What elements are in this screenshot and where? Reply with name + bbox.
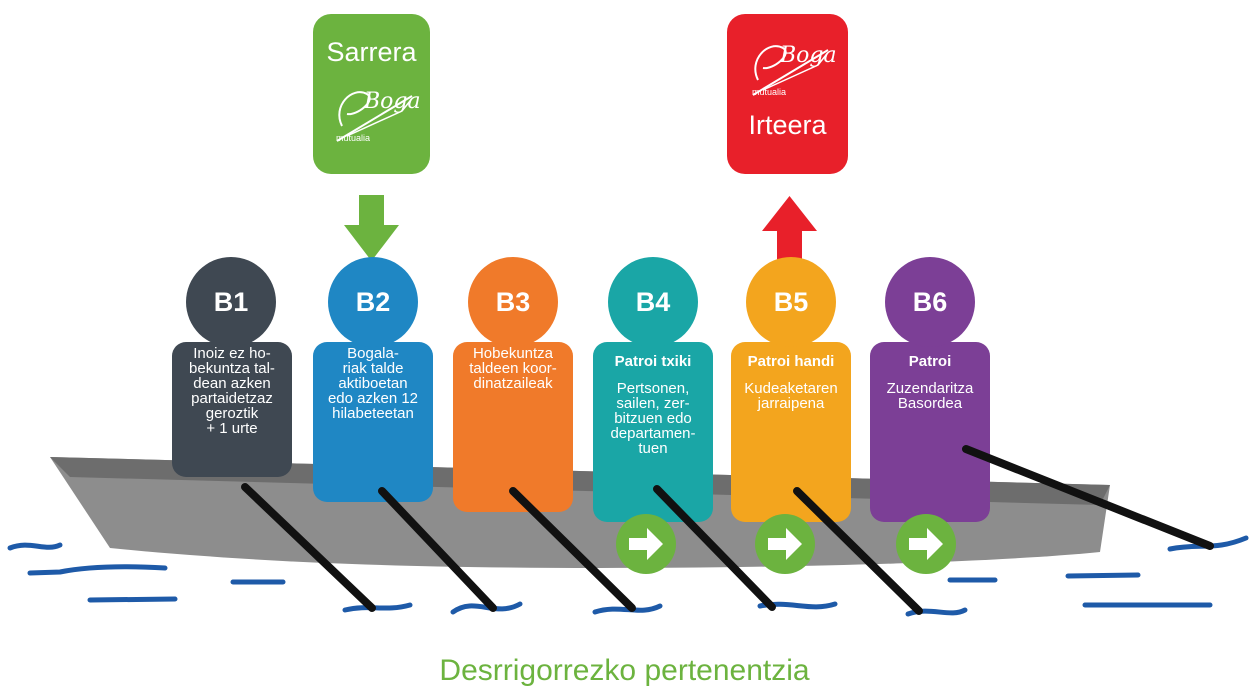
rower-desc: Pertsonen, sailen, zer- bitzuen edo depa… <box>610 380 696 457</box>
rower-desc: Zuzendaritza Basordea <box>886 380 974 412</box>
rower-desc: Kudeaketaren jarraipena <box>744 380 838 412</box>
arrow-right-icon <box>616 514 676 574</box>
arrow-up-icon <box>762 196 817 264</box>
exit-logo-text: Boga <box>779 43 837 68</box>
rower-badge: B6 <box>885 257 975 347</box>
rower-badge: B1 <box>186 257 276 347</box>
rower-badge: B2 <box>328 257 418 347</box>
rower-badge: B5 <box>746 257 836 347</box>
rower-title: Patroi handi <box>747 353 835 370</box>
arrow-down-icon <box>344 195 399 261</box>
rower-badge: B4 <box>608 257 698 347</box>
exit-logo-sub: mutualia <box>752 87 786 97</box>
boga-logo-icon: Boga mutualia <box>336 89 421 143</box>
footer-caption: Desrrigorrezko pertenentzia <box>439 654 810 687</box>
rower-badge: B3 <box>468 257 558 347</box>
entry-label: Sarrera <box>326 37 417 67</box>
rower-desc: Hobekuntza taldeen koor- dinatzaileak <box>469 345 557 392</box>
rower-title: Patroi txiki <box>614 353 692 370</box>
exit-label: Irteera <box>748 110 827 140</box>
rower-title: Patroi <box>908 353 952 370</box>
boga-logo-icon: Boga mutualia <box>752 43 837 97</box>
exit-card: Boga mutualia Irteera <box>727 14 848 174</box>
entry-logo-text: Boga <box>363 89 421 114</box>
entry-logo-sub: mutualia <box>336 133 370 143</box>
rower-desc: Inoiz ez ho- bekuntza tal- dean azken pa… <box>189 345 275 437</box>
arrow-right-icon <box>896 514 956 574</box>
arrow-right-icon <box>755 514 815 574</box>
entry-card: Sarrera Boga mutualia <box>313 14 430 174</box>
rower-desc: Bogala- riak talde aktiboetan edo azken … <box>327 345 419 422</box>
